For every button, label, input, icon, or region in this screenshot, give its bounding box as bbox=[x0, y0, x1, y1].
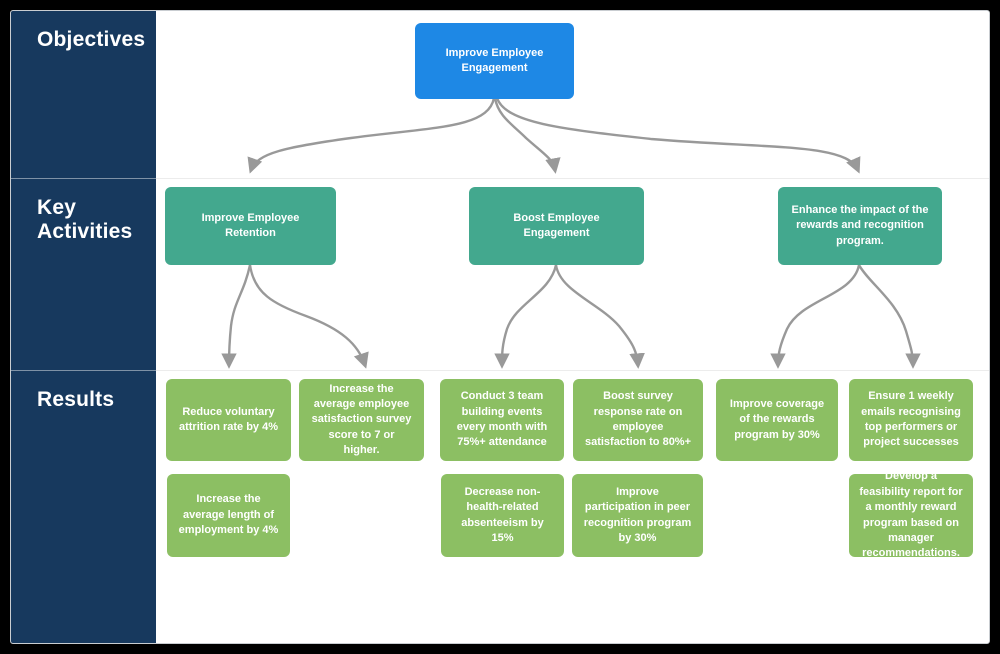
swimlane-sidebar: Objectives Key Activities Results bbox=[11, 11, 156, 643]
swimlane-label-objectives: Objectives bbox=[37, 28, 146, 51]
activity-label: Boost Employee Engagement bbox=[513, 211, 600, 239]
diagram-canvas: Objectives Key Activities Results Impro bbox=[10, 10, 990, 644]
swimlane-label-key-activities: Key Activities bbox=[37, 196, 133, 244]
arrow-activity1-to-result-2 bbox=[248, 264, 369, 369]
result-box-absenteeism[interactable]: Decrease non-health-related absenteeism … bbox=[441, 474, 564, 557]
result-label: Reduce voluntary attrition rate by 4% bbox=[178, 405, 279, 433]
result-label: Improve coverage of the rewards program … bbox=[729, 397, 825, 441]
result-label: Decrease non-health-related absenteeism … bbox=[461, 485, 544, 544]
arrow-activity3-to-result-5 bbox=[770, 264, 861, 369]
result-label: Increase the average length of employmen… bbox=[178, 493, 279, 537]
activity-label: Improve Employee Retention bbox=[201, 211, 300, 239]
swimlane-label-results: Results bbox=[37, 388, 115, 411]
arrow-activity2-to-result-4 bbox=[554, 264, 645, 369]
result-box-survey-response[interactable]: Boost survey response rate on employee s… bbox=[573, 379, 703, 461]
arrow-objective-to-activity-2 bbox=[493, 97, 561, 174]
result-label: Develop a feasibility report for a month… bbox=[859, 470, 963, 560]
result-label: Improve participation in peer recognitio… bbox=[583, 485, 692, 544]
result-label: Ensure 1 weekly emails recognising top p… bbox=[861, 390, 961, 449]
activity-box-boost-engagement[interactable]: Boost Employee Engagement bbox=[469, 187, 644, 265]
arrow-activity1-to-result-1 bbox=[221, 264, 252, 369]
objective-box[interactable]: Improve Employee Engagement bbox=[415, 23, 574, 99]
lane-divider bbox=[11, 178, 989, 179]
objective-label: Improve Employee Engagement bbox=[445, 46, 544, 74]
result-box-peer-recognition[interactable]: Improve participation in peer recognitio… bbox=[572, 474, 703, 557]
result-label: Increase the average employee satisfacti… bbox=[311, 382, 412, 457]
result-box-satisfaction-score[interactable]: Increase the average employee satisfacti… bbox=[299, 379, 424, 461]
activity-box-improve-retention[interactable]: Improve Employee Retention bbox=[165, 187, 336, 265]
result-label: Boost survey response rate on employee s… bbox=[584, 390, 692, 449]
arrow-activity3-to-result-6 bbox=[857, 264, 921, 369]
arrow-objective-to-activity-1 bbox=[247, 97, 496, 174]
swimlane-key-activities: Key Activities bbox=[11, 178, 156, 370]
result-box-employment-length[interactable]: Increase the average length of employmen… bbox=[167, 474, 290, 557]
activity-label: Enhance the impact of the rewards and re… bbox=[791, 203, 929, 247]
activity-box-enhance-rewards[interactable]: Enhance the impact of the rewards and re… bbox=[778, 187, 942, 265]
arrow-activity2-to-result-3 bbox=[494, 264, 558, 369]
swimlane-results: Results bbox=[11, 370, 156, 643]
result-box-rewards-coverage[interactable]: Improve coverage of the rewards program … bbox=[716, 379, 838, 461]
result-label: Conduct 3 team building events every mon… bbox=[456, 390, 548, 449]
arrow-objective-to-activity-3 bbox=[495, 97, 861, 174]
result-box-feasibility-report[interactable]: Develop a feasibility report for a month… bbox=[849, 470, 973, 559]
lane-divider bbox=[11, 370, 989, 371]
result-box-attrition[interactable]: Reduce voluntary attrition rate by 4% bbox=[166, 379, 291, 461]
result-box-team-building[interactable]: Conduct 3 team building events every mon… bbox=[440, 379, 564, 461]
result-box-weekly-emails[interactable]: Ensure 1 weekly emails recognising top p… bbox=[849, 379, 973, 461]
swimlane-objectives: Objectives bbox=[11, 11, 156, 178]
